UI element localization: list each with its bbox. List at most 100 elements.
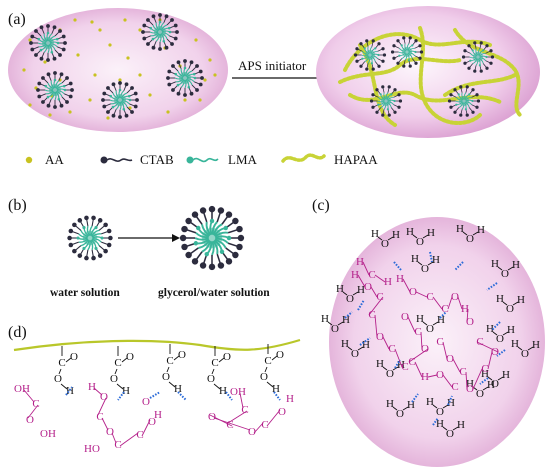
atom-o: O xyxy=(416,236,424,248)
atom-h: H xyxy=(427,227,435,239)
covalent-bond xyxy=(476,341,499,353)
lma-head xyxy=(46,31,50,35)
atom-h: H xyxy=(286,393,294,405)
ctab-head xyxy=(52,56,57,61)
covalent-bond xyxy=(502,331,509,336)
covalent-bond xyxy=(497,266,503,271)
lma-head xyxy=(485,55,488,59)
micelle xyxy=(141,13,179,51)
ctab-head xyxy=(375,110,379,114)
atom-c: C xyxy=(96,411,103,423)
atom-oh: OH xyxy=(14,383,30,395)
atom-o: O xyxy=(126,351,134,363)
ctab-head xyxy=(471,110,475,114)
lma-head xyxy=(162,39,166,43)
atom-o: O xyxy=(506,303,514,315)
aa-dot xyxy=(183,98,187,102)
ctab-head xyxy=(111,82,116,87)
ctab-head xyxy=(447,99,452,103)
lma-head xyxy=(94,226,98,230)
covalent-bond xyxy=(352,291,359,296)
ctab-head xyxy=(41,100,45,104)
atom-c: C xyxy=(261,419,268,431)
ctab-head xyxy=(418,44,422,48)
legend-label-lma: LMA xyxy=(228,152,258,167)
covalent-bond xyxy=(442,341,448,360)
ctab-head xyxy=(189,60,194,65)
atom-o: O xyxy=(100,391,108,403)
ctab-head xyxy=(135,98,139,102)
ctab-head xyxy=(171,88,175,92)
lma-head xyxy=(209,218,215,224)
atom-o: O xyxy=(364,281,372,293)
atom-h: H xyxy=(406,226,414,238)
water-molecule: HOH xyxy=(406,226,435,248)
ctab-head xyxy=(191,211,199,218)
ctab-head xyxy=(381,59,385,63)
atom-h: H xyxy=(512,259,520,271)
atom-h: H xyxy=(219,385,227,397)
atom-h: H xyxy=(154,409,162,421)
covalent-bond xyxy=(116,383,124,390)
covalent-bond xyxy=(392,366,399,371)
atom-o: O xyxy=(501,268,509,280)
atom-h: H xyxy=(481,368,489,380)
ctab-head xyxy=(84,215,89,221)
covalent-bond xyxy=(377,236,383,241)
covalent-bond xyxy=(457,296,463,310)
ctab-head xyxy=(133,91,138,96)
lma-head xyxy=(478,64,481,67)
lma-head xyxy=(168,30,172,34)
ctab-head xyxy=(198,82,203,87)
lma-head xyxy=(167,26,171,30)
ctab-head xyxy=(459,113,463,117)
atom-o: O xyxy=(148,416,156,428)
covalent-bond xyxy=(264,366,268,373)
ctab-head xyxy=(29,41,33,45)
covalent-bond xyxy=(327,321,333,326)
ctab-head xyxy=(164,45,169,50)
lma-head xyxy=(398,54,401,57)
covalent-bond xyxy=(382,366,388,371)
legend-label-ctab: CTAB xyxy=(140,152,174,167)
atom-o: O xyxy=(436,406,444,418)
covalent-bond xyxy=(93,387,103,396)
ctab-head xyxy=(77,253,83,258)
covalent-bond xyxy=(402,278,411,293)
ctab-head xyxy=(68,94,73,99)
polymer-backbone-line xyxy=(13,338,301,352)
covalent-bond xyxy=(253,422,264,434)
covalent-bond xyxy=(415,291,428,298)
aa-dot xyxy=(148,93,152,97)
ctab-head xyxy=(375,88,379,92)
lma-head xyxy=(379,93,382,96)
atom-h: H xyxy=(477,224,485,236)
covalent-bond xyxy=(173,355,180,361)
ctab-head xyxy=(467,66,471,70)
lma-head xyxy=(390,93,393,96)
lma-head xyxy=(37,37,41,41)
glycerol-molecule: HCH xyxy=(356,256,392,288)
ctab-head xyxy=(353,53,358,57)
ctab-head xyxy=(170,18,174,22)
atom-o: O xyxy=(451,291,459,303)
covalent-bond xyxy=(412,234,418,239)
covalent-bond xyxy=(65,357,72,363)
ctab-head xyxy=(489,49,493,53)
aa-dot xyxy=(126,56,130,60)
ctab-head xyxy=(208,205,216,213)
atom-o: O xyxy=(436,369,444,381)
panel-c: (c) HOHHOHHOHHOHHOHHOHHOHHOHHOHHOHHOHHOH… xyxy=(312,197,545,467)
ctab-head xyxy=(77,218,83,223)
ctab-head xyxy=(68,242,74,248)
hydrogen-bond xyxy=(454,261,464,271)
ctab-head xyxy=(393,88,397,92)
atom-c: C xyxy=(481,363,488,375)
covalent-bond xyxy=(213,383,221,390)
lma-head xyxy=(193,76,197,80)
ctab-head xyxy=(41,76,45,80)
